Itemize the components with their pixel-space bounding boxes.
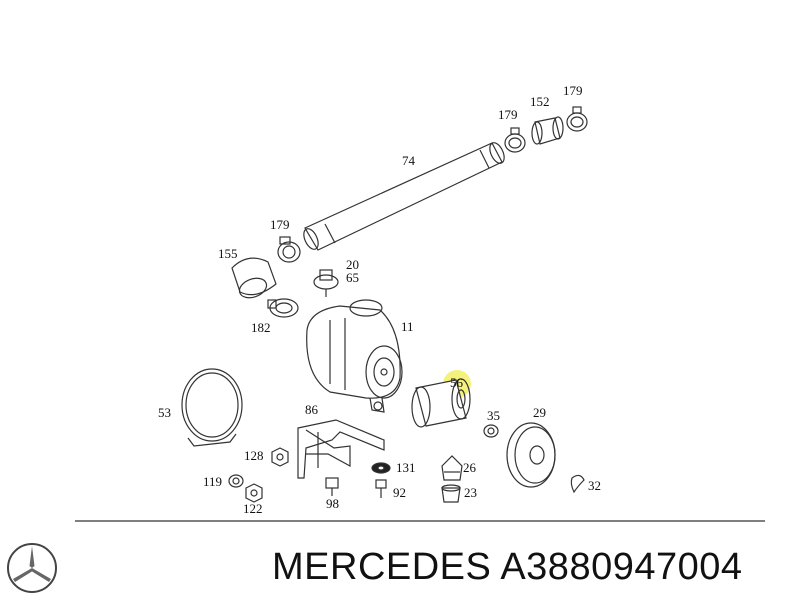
part-122-nut <box>245 483 263 503</box>
mercedes-star-icon <box>6 542 58 594</box>
part-98-bolt <box>325 477 339 496</box>
callout-128: 128 <box>244 448 264 463</box>
part-74-hose <box>303 142 505 251</box>
part-128-nut <box>271 447 289 467</box>
part-56-filter-element <box>411 370 471 428</box>
callout-152: 152 <box>530 94 550 109</box>
part-179-clamp-top-left <box>504 127 526 153</box>
callout-74: 74 <box>402 153 416 168</box>
callout-179-top-right: 179 <box>563 83 583 98</box>
callout-65: 65 <box>346 270 359 285</box>
callout-56: 56 <box>450 375 464 390</box>
part-53-strap <box>181 368 243 447</box>
part-86-bracket <box>297 419 385 479</box>
part-182-clamp <box>267 298 299 318</box>
callout-86: 86 <box>305 402 319 417</box>
part-number-caption: MERCEDES A3880947004 <box>272 546 743 588</box>
callout-23: 23 <box>464 485 477 500</box>
part-152-sleeve <box>531 116 564 145</box>
part-179-clamp-left <box>277 236 301 263</box>
callout-32: 32 <box>588 478 601 493</box>
part-131-washer <box>371 462 391 474</box>
callout-131: 131 <box>396 460 416 475</box>
part-92-bolt <box>375 479 387 498</box>
part-23-valve-body <box>441 484 461 503</box>
callout-29: 29 <box>533 405 546 420</box>
callout-53: 53 <box>158 405 171 420</box>
callout-119: 119 <box>203 474 222 489</box>
part-155-elbow <box>231 257 277 299</box>
part-119-nut <box>228 474 244 488</box>
callout-182: 182 <box>251 320 271 335</box>
callout-35: 35 <box>487 408 500 423</box>
callout-98: 98 <box>326 496 339 511</box>
part-29-cover <box>506 422 556 488</box>
callout-20: 20 <box>346 257 359 272</box>
part-35-plug <box>483 424 499 438</box>
callout-122: 122 <box>243 501 263 516</box>
callout-92: 92 <box>393 485 406 500</box>
part-179-clamp-top-right <box>566 106 588 132</box>
part-32-clip <box>570 474 585 494</box>
part-11-filter-housing <box>306 299 403 413</box>
part-26-valve <box>441 455 463 481</box>
callout-155: 155 <box>218 246 238 261</box>
callout-11: 11 <box>401 319 414 334</box>
callout-179-top-left: 179 <box>498 107 518 122</box>
callout-26: 26 <box>463 460 477 475</box>
part-20-65-fitting <box>313 269 339 297</box>
callout-179-left: 179 <box>270 217 290 232</box>
